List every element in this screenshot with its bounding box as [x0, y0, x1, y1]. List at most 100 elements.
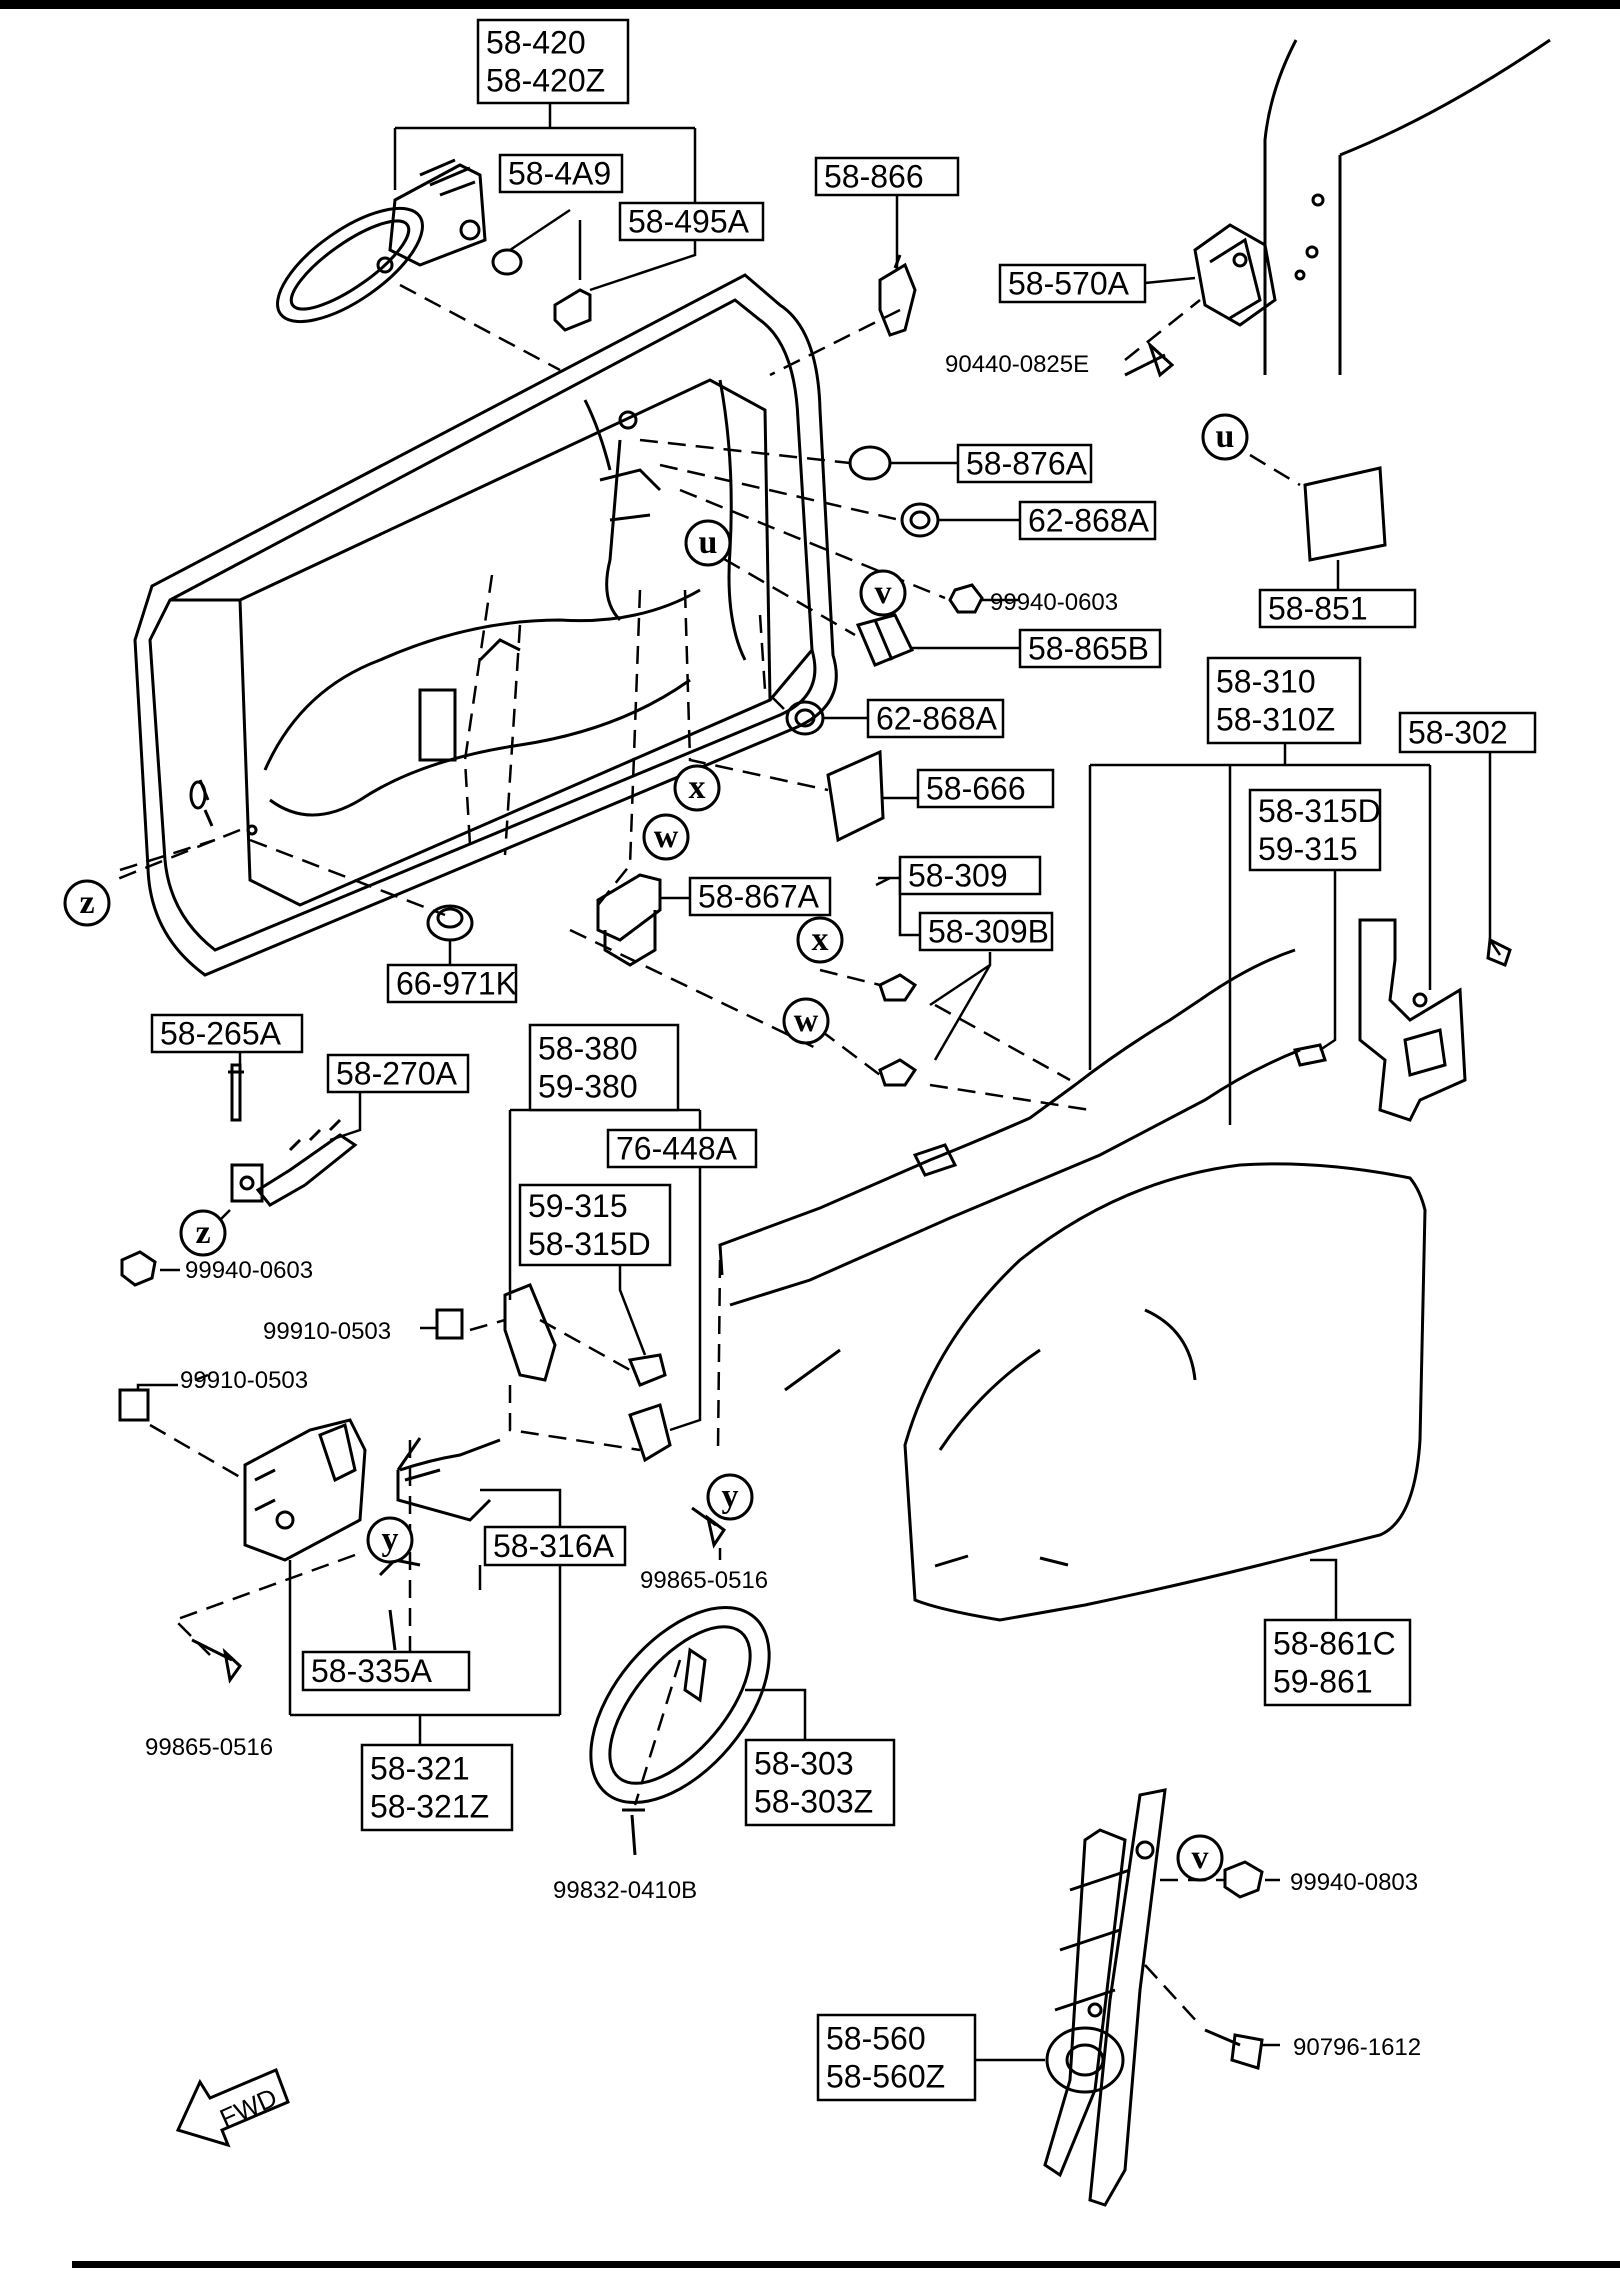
svg-text:u: u	[699, 524, 718, 561]
part-number-text: 58-851	[1268, 591, 1368, 627]
screw-99865-0516-b	[191, 1638, 242, 1684]
label-99865-0516-b: 99865-0516	[145, 1734, 273, 1761]
part-number-text: 58-265A	[160, 1016, 282, 1052]
marker-w-lower: w	[782, 997, 830, 1045]
part-number-text: 58-380	[538, 1031, 638, 1067]
part-number-text: 58-309B	[928, 914, 1049, 950]
part-label-58-865b: 58-865B	[1018, 628, 1162, 669]
marker-x-lower: x	[796, 916, 844, 964]
part-label-58-666: 58-666	[916, 768, 1055, 809]
nut-99940-0803	[1223, 1860, 1264, 1899]
part-number-text: 58-310Z	[1216, 702, 1335, 738]
plug-58-876a	[848, 445, 892, 481]
label-99940-0803: 99940-0803	[1290, 1869, 1418, 1896]
label-box	[483, 1525, 627, 1567]
svg-text:v: v	[875, 574, 892, 611]
label-box	[688, 876, 832, 917]
svg-text:x: x	[689, 769, 706, 806]
circle-markers: u u v v x x w w z z y y	[63, 413, 1249, 1882]
part-number-text: 58-867A	[698, 879, 820, 915]
door-lock-drawing	[243, 1418, 501, 1562]
part-number-text: 58-309	[908, 858, 1008, 894]
svg-text:y: y	[722, 1478, 739, 1515]
clip-58-495a	[553, 288, 592, 332]
cable-drawing	[718, 948, 1301, 1392]
part-number-text: 59-315	[1258, 831, 1358, 867]
window-regulator-drawing	[1043, 1788, 1167, 2207]
door-shell-drawing	[133, 273, 838, 977]
bolt-90440-0825e	[1124, 340, 1175, 378]
label-99865-0516-a: 99865-0516	[640, 1567, 768, 1594]
label-box	[1263, 1618, 1412, 1707]
door-glass-drawing	[903, 1162, 1427, 1622]
outside-handle-drawing	[276, 158, 487, 324]
marker-y-mid: y	[706, 1473, 754, 1521]
label-box	[816, 2013, 977, 2102]
part-number-text: 59-315	[528, 1188, 628, 1224]
part-label-62-868a-top: 62-868A	[1018, 500, 1157, 541]
label-90796-1612: 90796-1612	[1293, 2034, 1421, 2061]
part-number-text: 58-865B	[1028, 631, 1149, 667]
latch-link-drawing	[503, 1283, 672, 1463]
marker-x-door: x	[673, 764, 721, 812]
part-number-text: 59-861	[1273, 1664, 1373, 1700]
screw-99832-0410b	[622, 1808, 645, 1856]
screw-99865-0516-a	[691, 1506, 727, 1549]
part-number-text: 58-303Z	[754, 1784, 873, 1820]
marker-y-left: y	[366, 1516, 414, 1564]
part-label-58-309b: 58-309B	[918, 911, 1054, 952]
inner-handle-drawing	[589, 1605, 771, 1805]
part-label-76-448a: 76-448A	[606, 1128, 758, 1169]
part-number-text: 58-310	[1216, 664, 1316, 700]
door-checker-drawing	[228, 1063, 358, 1207]
label-box	[386, 963, 518, 1004]
label-box	[1398, 711, 1537, 754]
svg-text:u: u	[1216, 418, 1235, 455]
label-box	[518, 1183, 672, 1267]
label-box	[918, 911, 1054, 952]
part-label-58-867a: 58-867A	[688, 876, 832, 917]
label-box	[744, 1738, 896, 1827]
part-label-58-335a: 58-335A	[301, 1650, 471, 1692]
part-number-text: 58-876A	[966, 446, 1088, 482]
svg-text:z: z	[195, 1214, 210, 1251]
label-box	[301, 1650, 471, 1692]
part-number-text: 58-315D	[528, 1226, 651, 1262]
label-box	[1018, 500, 1157, 541]
part-number-text: 58-321Z	[370, 1789, 489, 1825]
part-label-58-570a: 58-570A	[998, 263, 1147, 304]
part-number-text: 58-321	[370, 1751, 470, 1787]
part-label-58-495a: 58-495A	[618, 201, 765, 242]
part-number-text: 58-866	[824, 159, 924, 195]
marker-u-right: u	[1201, 413, 1249, 461]
label-box	[1018, 628, 1162, 669]
svg-text:z: z	[79, 884, 94, 921]
striker-58-570a-drawing	[1193, 223, 1277, 327]
label-box	[916, 768, 1055, 809]
washer-58-4a9	[491, 248, 523, 276]
part-number-text: 58-570A	[1008, 266, 1130, 302]
clip-58-309	[878, 973, 918, 1087]
label-box	[360, 1743, 514, 1832]
seal-58-666	[826, 749, 885, 843]
top-rule	[0, 0, 1620, 9]
nut-99940-0603-top	[948, 583, 984, 614]
label-box	[618, 201, 765, 242]
label-90440-0825e: 90440-0825E	[945, 351, 1089, 378]
fwd-arrow: FWD	[175, 2068, 290, 2148]
svg-text:y: y	[382, 1521, 399, 1558]
label-box	[898, 855, 1042, 896]
part-number-text: 58-666	[926, 771, 1026, 807]
marker-v-top: v	[859, 569, 907, 617]
label-box	[1248, 788, 1382, 872]
label-box	[150, 1013, 304, 1054]
part-number-text: 58-420Z	[486, 63, 605, 99]
part-label-58-866: 58-866	[814, 156, 960, 197]
part-number-text: 58-495A	[628, 204, 750, 240]
clip-99910-0503-b	[118, 1388, 150, 1422]
